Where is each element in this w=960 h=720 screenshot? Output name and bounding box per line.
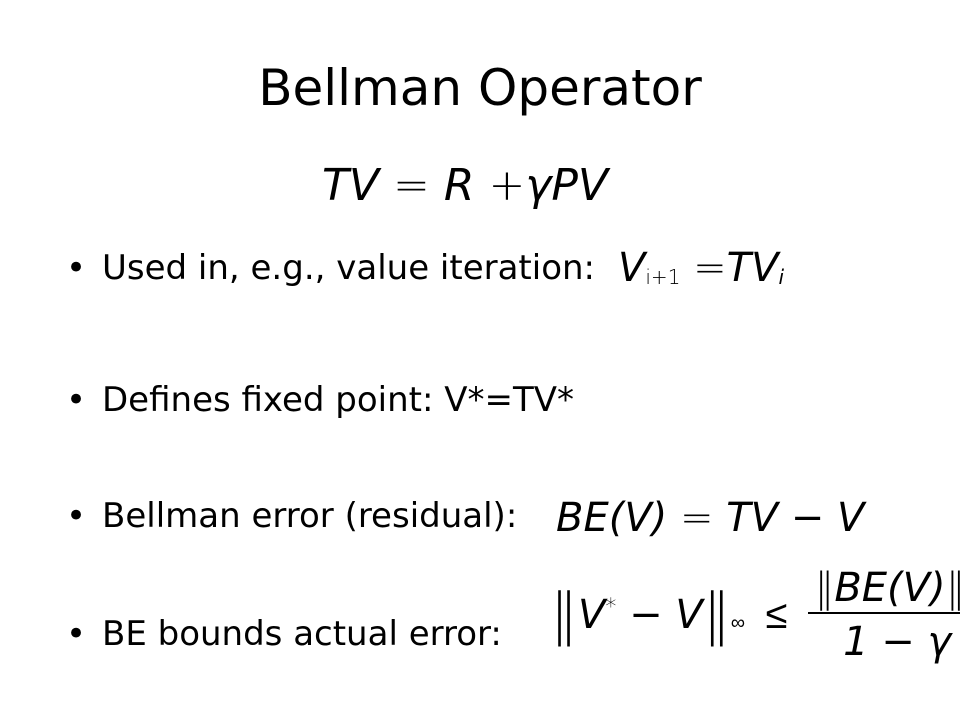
bullet-text: Used in, e.g., value iteration: bbox=[102, 248, 596, 288]
eq-gamma: γ bbox=[525, 160, 552, 211]
be-bound-inequality: ‖V* − V‖∞ ≤ ‖BE(V)‖∞ 1 − γ bbox=[550, 568, 960, 662]
lhs-v: V bbox=[578, 592, 606, 638]
eq-r: R bbox=[443, 160, 475, 211]
bullet-marker: • bbox=[66, 496, 87, 536]
slide-title: Bellman Operator bbox=[258, 59, 702, 117]
be-equals: = bbox=[680, 495, 714, 541]
bullet-marker: • bbox=[66, 380, 87, 420]
vi-sub-i: i bbox=[778, 265, 785, 289]
bellman-error-equation: BE(V) = TV − V bbox=[556, 498, 864, 538]
eq-lhs: TV bbox=[322, 160, 379, 211]
be-rhs: TV − V bbox=[726, 495, 865, 541]
lhs-norm-open: ‖ bbox=[550, 582, 578, 647]
eq-equals: = bbox=[392, 160, 430, 211]
bullet-fixed-point: • Defines fixed point: V*=TV* bbox=[66, 380, 574, 420]
bullet-text: BE bounds actual error: bbox=[102, 614, 502, 654]
bullet-text: Bellman error (residual): bbox=[102, 496, 518, 536]
be-lhs: BE(V) bbox=[556, 495, 668, 541]
bullet-text: Defines fixed point: V*=TV* bbox=[102, 380, 575, 420]
vi-equals: = bbox=[693, 245, 727, 291]
vi-sub-i-plus-1: i+1 bbox=[645, 265, 681, 289]
leq-sign: ≤ bbox=[765, 592, 788, 638]
eq-plus: + bbox=[488, 160, 526, 211]
bullet-value-iteration: • Used in, e.g., value iteration: bbox=[66, 248, 595, 288]
bound-fraction: ‖BE(V)‖∞ 1 − γ bbox=[808, 568, 960, 662]
bullet-bellman-error: • Bellman error (residual): bbox=[66, 496, 517, 536]
bullet-marker: • bbox=[66, 248, 87, 288]
vi-tv: TV bbox=[726, 245, 779, 291]
lhs-norm-close: ‖ bbox=[702, 582, 731, 647]
lhs-star: * bbox=[605, 594, 617, 620]
num-norm-close: ‖ bbox=[946, 565, 960, 611]
fraction-numerator: ‖BE(V)‖∞ bbox=[808, 568, 960, 612]
value-iteration-equation: Vi+1 =TVi bbox=[618, 248, 784, 288]
vi-v: V bbox=[618, 245, 646, 291]
lhs-minus-v: − V bbox=[616, 592, 703, 638]
main-equation: TV = R +γPV bbox=[322, 164, 608, 208]
num-norm-open: ‖ bbox=[814, 565, 835, 611]
eq-pv: PV bbox=[551, 160, 608, 211]
lhs-inf: ∞ bbox=[730, 610, 745, 634]
fraction-denominator: 1 − γ bbox=[808, 612, 960, 662]
bullet-marker: • bbox=[66, 614, 87, 654]
num-be: BE(V) bbox=[834, 565, 946, 611]
bullet-be-bounds: • BE bounds actual error: bbox=[66, 614, 502, 654]
